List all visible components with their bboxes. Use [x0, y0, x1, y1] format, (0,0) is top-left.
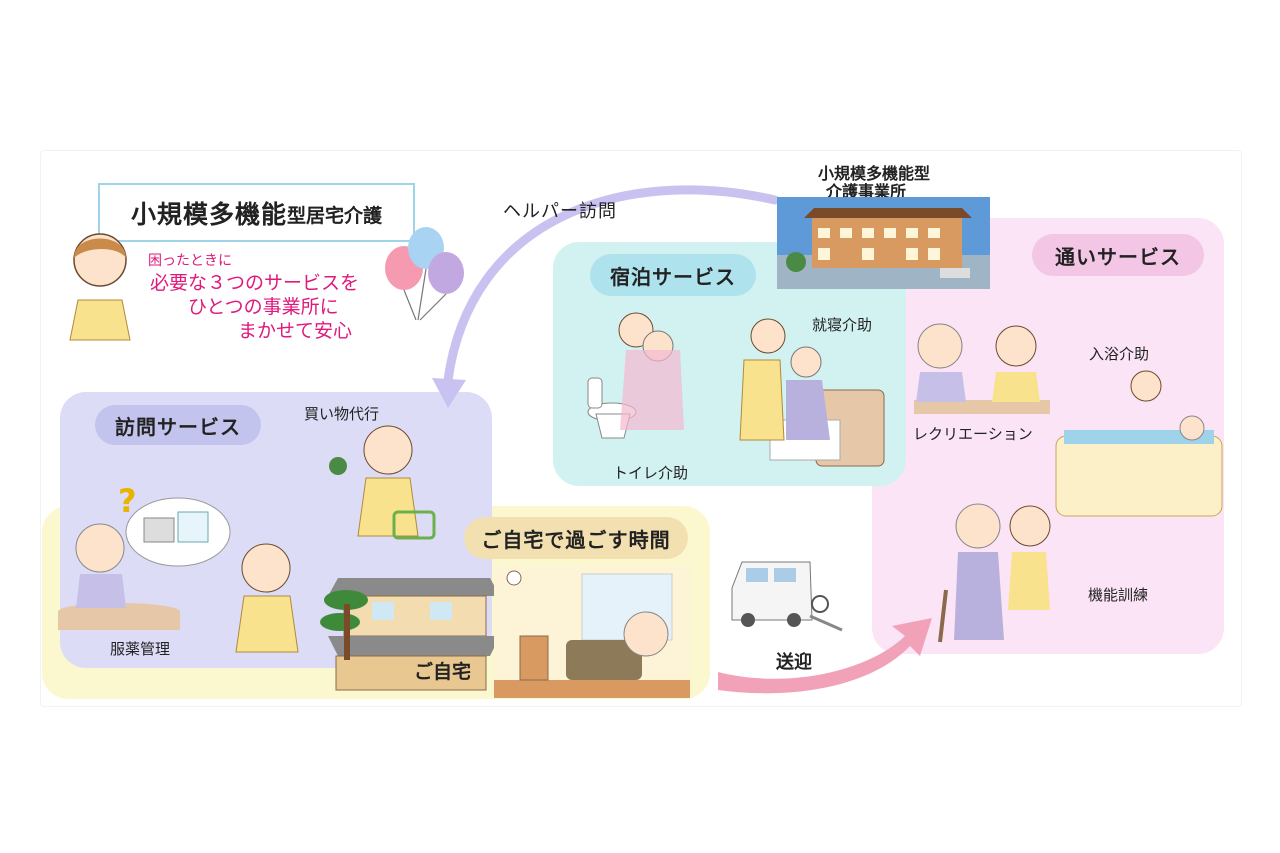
basket-icon: [392, 510, 436, 540]
transport-label: 送迎: [776, 652, 812, 673]
title-box: 小規模多機能 型居宅介護: [98, 183, 415, 242]
home-label: ご自宅: [414, 661, 472, 683]
function-training-label: 機能訓練: [1088, 586, 1149, 604]
medication-management-label: 服薬管理: [110, 640, 171, 658]
svg-text:?: ?: [118, 482, 137, 520]
helper-visit-label: ヘルパー訪問: [503, 201, 617, 222]
shopping-proxy-label: 買い物代行: [304, 405, 380, 423]
slogan-line2: 必要な３つのサービスを: [150, 272, 360, 294]
slogan-line1: 困ったときに: [148, 253, 232, 269]
facility-title-line1: 小規模多機能型: [818, 164, 931, 183]
day-service-title: 通いサービス: [1032, 234, 1204, 276]
helper-visit-arrowhead: [432, 378, 466, 408]
bathing-assist-label: 入浴介助: [1089, 345, 1150, 363]
title-sub: 型居宅介護: [287, 205, 383, 227]
slogan-line4: まかせて安心: [238, 320, 353, 342]
clock-icon: [506, 570, 522, 586]
broccoli-icon: [329, 457, 347, 475]
bedtime-assist-label: 就寝介助: [812, 316, 873, 334]
recreation-label: レクリエーション: [913, 425, 1033, 443]
transport-arrow: [718, 618, 932, 694]
title-main: 小規模多機能: [130, 199, 287, 229]
facility-title-line2: 介護事業所: [826, 182, 907, 201]
diagram-frame: [40, 150, 1242, 707]
slogan-line3: ひとつの事業所に: [188, 296, 339, 318]
toilet-assist-label: トイレ介助: [613, 464, 689, 482]
visit-service-title: 訪問サービス: [95, 405, 261, 445]
sofa-icon: [566, 640, 642, 680]
helper-visit-arrow: [443, 185, 780, 385]
home-time-title: ご自宅で過ごす時間: [464, 517, 688, 559]
stay-service-title: 宿泊サービス: [590, 254, 756, 296]
